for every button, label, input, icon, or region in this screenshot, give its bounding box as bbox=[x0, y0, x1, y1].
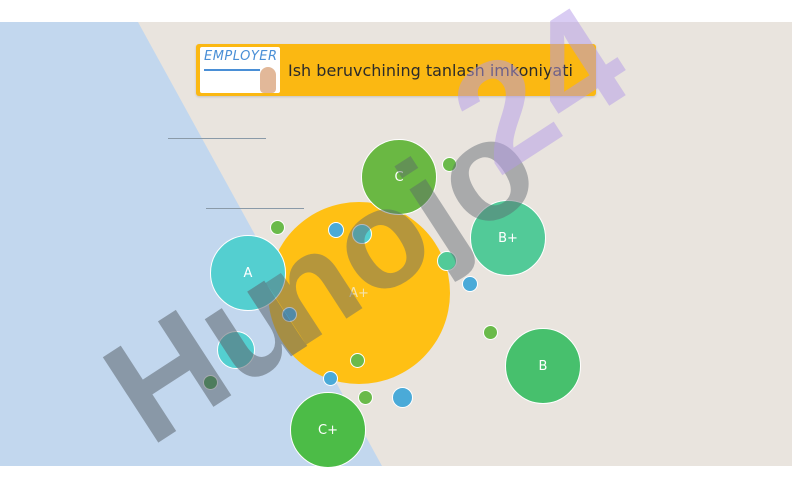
grade-bubble-c[interactable]: C bbox=[361, 139, 437, 215]
hand-icon bbox=[260, 67, 276, 93]
dot-blue[interactable] bbox=[392, 387, 413, 408]
grade-label-b-plus: B+ bbox=[498, 230, 518, 246]
dot-green[interactable] bbox=[203, 375, 218, 390]
dot-blue[interactable] bbox=[282, 307, 297, 322]
employer-logo-text: EMPLOYER bbox=[204, 49, 278, 64]
connector-line bbox=[168, 138, 266, 139]
dot-green[interactable] bbox=[350, 353, 365, 368]
dot-green[interactable] bbox=[270, 220, 285, 235]
dot-blue[interactable] bbox=[328, 222, 344, 238]
grade-bubble-b[interactable]: B bbox=[505, 328, 581, 404]
dot-green[interactable] bbox=[358, 390, 373, 405]
small-bubble[interactable] bbox=[217, 331, 255, 369]
logo-underline bbox=[204, 69, 260, 71]
background-bottom-strip bbox=[0, 466, 792, 492]
title-banner[interactable]: EMPLOYER Ish beruvchining tanlash imkoni… bbox=[196, 44, 596, 96]
grade-label-a: A bbox=[243, 265, 253, 281]
dot-teal[interactable] bbox=[437, 251, 457, 271]
dot-green[interactable] bbox=[442, 157, 457, 172]
page-title: Ish beruvchining tanlash imkoniyati bbox=[288, 60, 573, 80]
dot-blue[interactable] bbox=[352, 224, 372, 244]
grade-label-c-plus: C+ bbox=[318, 422, 338, 438]
dot-green[interactable] bbox=[483, 325, 498, 340]
background-top-strip bbox=[0, 0, 792, 22]
dot-blue[interactable] bbox=[323, 371, 338, 386]
connector-line bbox=[206, 208, 304, 209]
employer-logo: EMPLOYER bbox=[200, 47, 280, 93]
left-diagonal-panel bbox=[0, 22, 382, 466]
grade-label-b: B bbox=[538, 358, 548, 374]
grade-label-a-plus: A+ bbox=[349, 285, 369, 301]
grade-bubble-c-plus[interactable]: C+ bbox=[290, 392, 366, 468]
grade-bubble-a[interactable]: A bbox=[210, 235, 286, 311]
dot-blue[interactable] bbox=[462, 276, 478, 292]
grade-label-c: C bbox=[394, 169, 404, 185]
grade-bubble-b-plus[interactable]: B+ bbox=[470, 200, 546, 276]
